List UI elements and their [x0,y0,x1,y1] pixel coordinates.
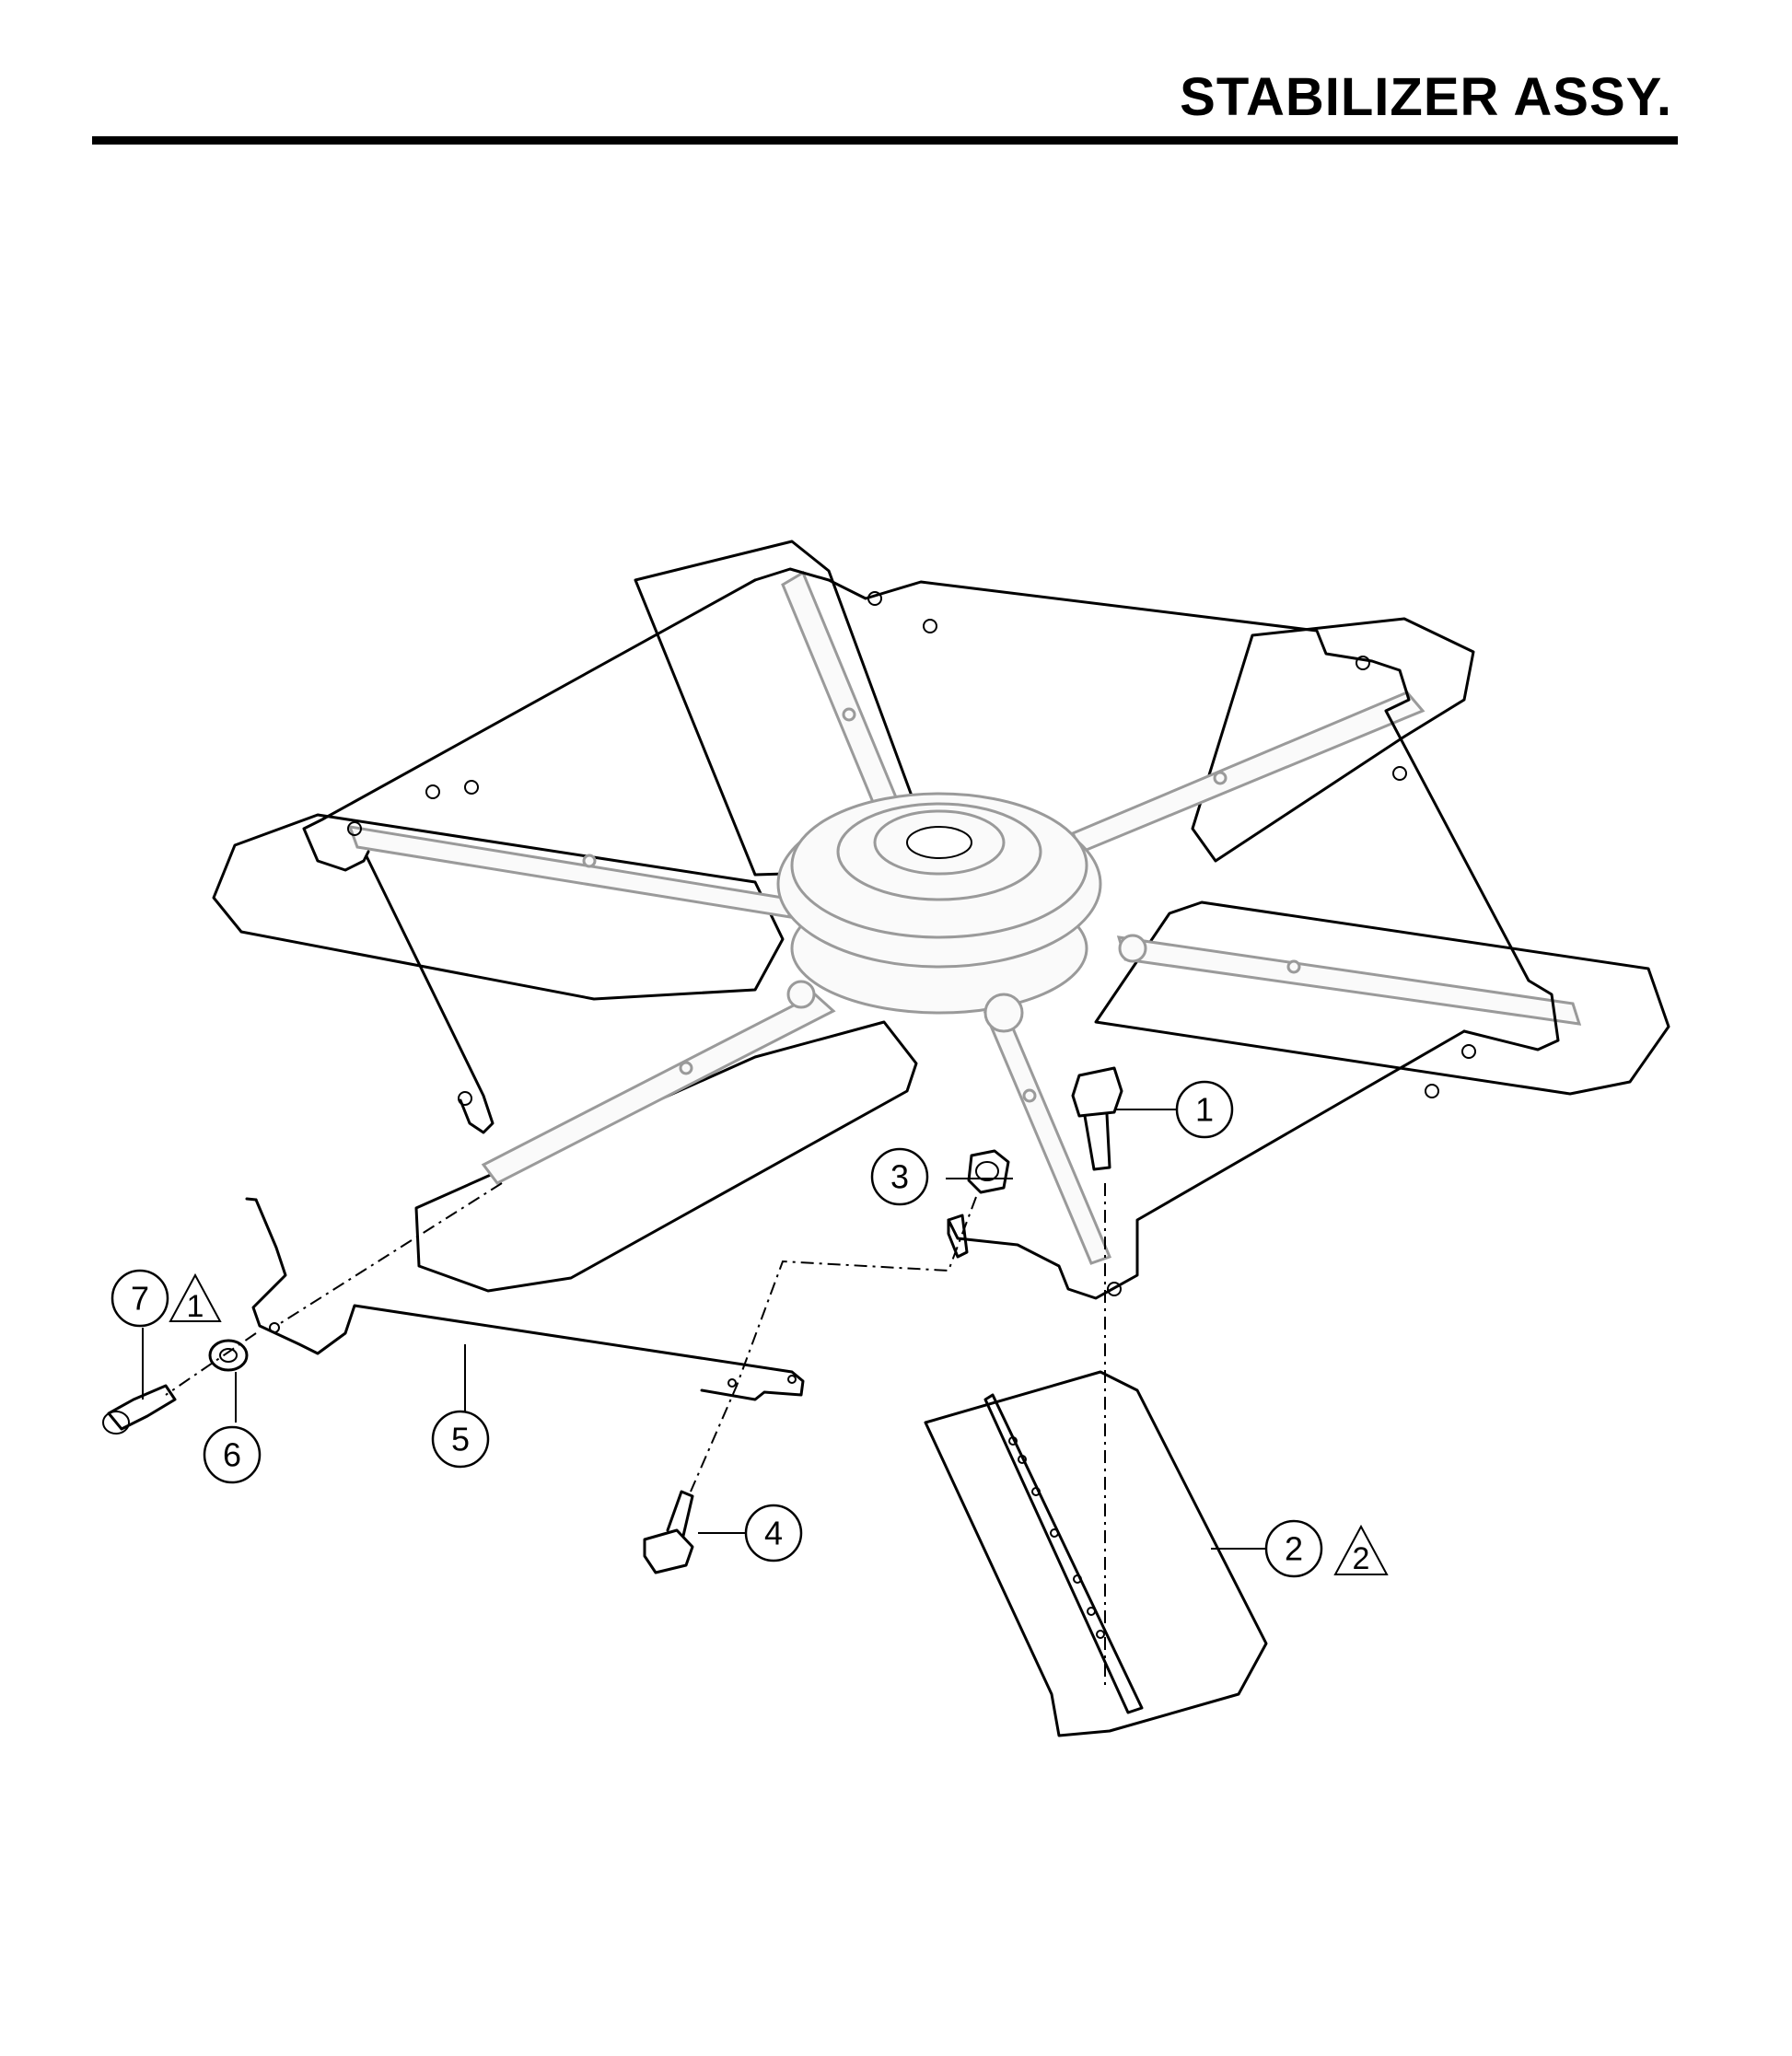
stabilizer-bracket-exploded [245,1197,805,1401]
flange-bolt [643,1490,694,1574]
callout-7: 7 1 [111,1269,222,1328]
lock-nut [967,1149,1010,1194]
warning-label: 1 [187,1289,204,1324]
callout-1: 1 [1175,1080,1234,1139]
callout-3: 3 [870,1147,929,1206]
assembly-lines [165,1182,1106,1685]
callout-2: 2 2 [1264,1519,1389,1578]
callout-5: 5 [431,1410,490,1469]
hex-bolt [1071,1066,1123,1171]
trowel-blade-bottom-left [414,1020,918,1293]
callout-label: 3 [890,1158,909,1196]
trowel-arm-bottom-right [983,1009,1112,1265]
flat-washer [208,1339,249,1372]
socket-head-cap-screw [102,1384,177,1435]
blade-exploded [924,1370,1268,1737]
warning-triangle-icon [169,1272,222,1322]
title-rule [92,136,1678,145]
warning-triangle-icon [1333,1524,1389,1575]
spider-hub [776,792,1147,1033]
trowel-blade-right [1094,900,1670,1096]
bracket-mount [947,1214,969,1259]
callout-label: 1 [1195,1091,1214,1129]
trowel-blade-left [212,813,785,1001]
callout-6: 6 [203,1425,262,1484]
page-title: STABILIZER ASSY. [1180,67,1672,127]
leader-lines [142,1109,1269,1550]
callout-label: 2 [1285,1530,1303,1568]
stabilizer-ring [302,567,1560,1300]
callout-label: 4 [764,1515,783,1552]
trowel-arm-bottom-left [481,993,836,1185]
callout-label: 7 [131,1280,149,1318]
callout-label: 5 [451,1421,470,1458]
callout-label: 6 [223,1436,241,1474]
warning-label: 2 [1353,1541,1370,1576]
callout-4: 4 [744,1504,803,1562]
